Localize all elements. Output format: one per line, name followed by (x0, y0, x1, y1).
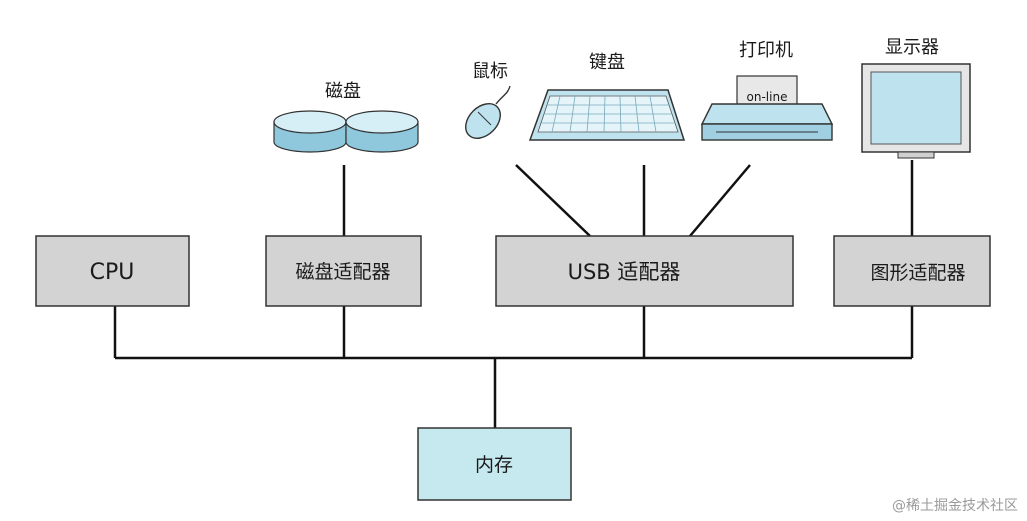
mouse-to-usb (515, 164, 591, 237)
monitor-label: 显示器 (885, 37, 939, 58)
disk-label: 磁盘 (325, 81, 361, 102)
usb-adapter-box: USB 适配器 (495, 235, 794, 307)
disk-icon (273, 110, 419, 153)
keyboard-icon (528, 89, 686, 141)
graphics-adapter-box: 图形适配器 (833, 235, 991, 307)
printer-screen-text: on-line (747, 90, 788, 104)
printer-label: 打印机 (739, 40, 793, 61)
monitor-icon (861, 63, 971, 159)
keyboard-label: 键盘 (589, 52, 625, 73)
graphics-adapter-label: 图形适配器 (870, 262, 965, 284)
connection-lines (113, 160, 914, 428)
disk-adapter-label: 磁盘适配器 (295, 261, 390, 283)
disk-adapter-box: 磁盘适配器 (265, 235, 422, 307)
memory-label: 内存 (475, 454, 513, 476)
mouse-label: 鼠标 (472, 61, 508, 82)
watermark: @稀土掘金技术社区 (892, 498, 1018, 514)
mouse-icon (465, 85, 511, 139)
cpu-box: CPU (35, 235, 190, 307)
usb-adapter-label: USB 适配器 (568, 260, 681, 284)
printer-to-usb (689, 164, 751, 237)
printer-icon: on-line (700, 75, 834, 141)
memory-box: 内存 (417, 427, 572, 501)
cpu-label: CPU (90, 260, 135, 285)
